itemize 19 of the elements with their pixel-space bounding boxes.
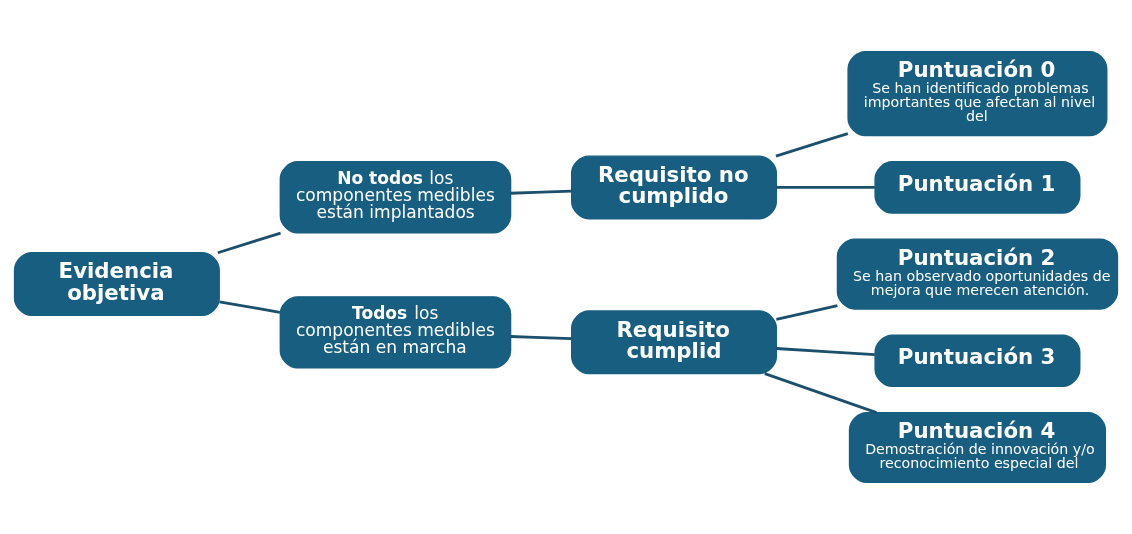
node-box: No todos los componentes medibles están implantados	[279, 161, 512, 234]
node-box: Puntuación 3	[874, 334, 1081, 388]
connector	[510, 189, 572, 195]
connector	[776, 347, 875, 356]
node-box: Requisito no cumplido	[570, 155, 778, 220]
node-box: Puntuación 2 Se han observado oportunidades de mejora que merecen atención.	[836, 238, 1119, 310]
node-box: Requisito cumplid	[570, 310, 778, 375]
node-box: Todos los componentes medibles están en marcha	[279, 296, 512, 369]
connector	[217, 231, 281, 255]
node-box: Evidencia objetiva	[13, 252, 220, 317]
node-box: Puntuación 0 Se han identificado problemas importantes que afectan al nivel del	[847, 50, 1108, 137]
node-box: Puntuación 1	[874, 161, 1081, 214]
connector	[776, 186, 875, 189]
connector	[510, 335, 572, 341]
connector	[775, 132, 849, 158]
connector	[776, 304, 838, 321]
connector	[219, 300, 281, 314]
node-box: Puntuación 4 Demostración de innovación y/o reconocimiento especial del	[848, 411, 1107, 484]
connector	[764, 372, 877, 414]
